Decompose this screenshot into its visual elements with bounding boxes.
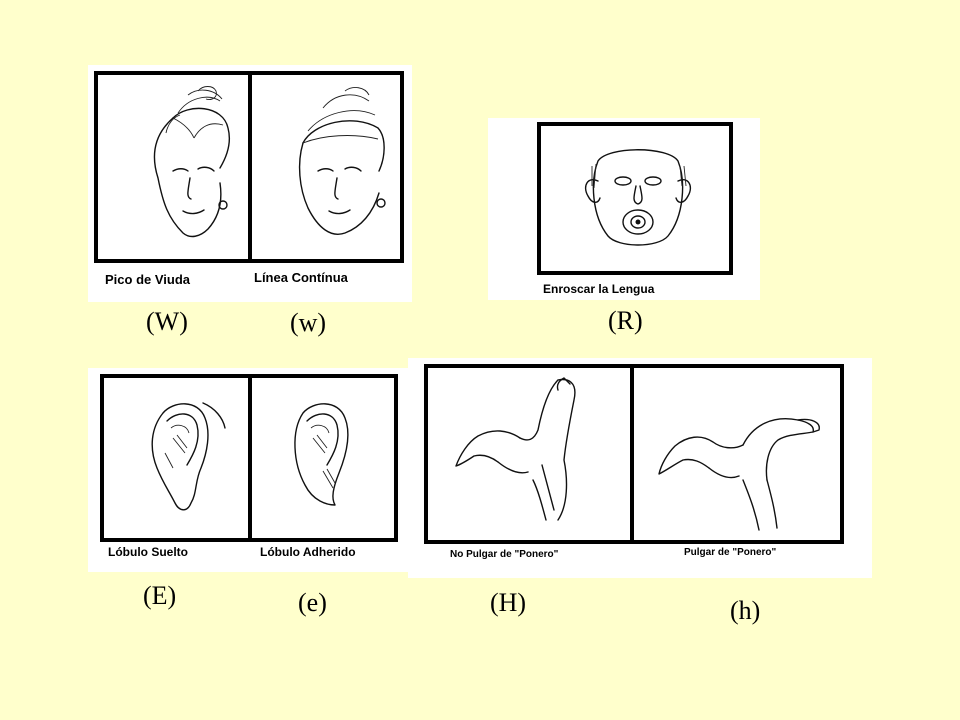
- earlobe-panel: Lóbulo Suelto Lóbulo Adherido: [88, 368, 412, 572]
- attached-earlobe: [294, 403, 349, 506]
- tongue-frame: [537, 122, 733, 275]
- tongue-rolling-face: [584, 149, 692, 246]
- hairline-frame: [94, 71, 404, 263]
- straight-hairline-caption: Línea Contínua: [254, 270, 348, 285]
- widows-peak-face: [153, 86, 230, 238]
- free-earlobe-caption: Lóbulo Suelto: [108, 545, 188, 559]
- straight-thumb-caption: No Pulgar de "Ponero": [450, 549, 559, 560]
- hitchhiker-thumb-hand: [658, 418, 820, 531]
- label-E: (E): [143, 581, 177, 610]
- tongue-panel: Enroscar la Lengua: [488, 118, 760, 300]
- straight-thumb-hand: [455, 377, 576, 521]
- hairline-panel: Pico de Viuda Línea Contínua: [88, 65, 412, 302]
- label-W: (W): [146, 307, 188, 336]
- label-H: (H): [490, 588, 527, 617]
- straight-hairline-face: [298, 87, 386, 235]
- tongue-caption: Enroscar la Lengua: [543, 282, 655, 296]
- hitchhiker-thumb-caption: Pulgar de "Ponero": [684, 547, 777, 558]
- label-w: (w): [290, 308, 327, 337]
- earlobe-frame: [100, 374, 398, 542]
- label-h: (h): [730, 596, 761, 625]
- label-R: (R): [608, 306, 643, 335]
- thumb-frame: [424, 364, 844, 544]
- widows-peak-caption: Pico de Viuda: [105, 272, 191, 287]
- free-earlobe: [151, 402, 226, 511]
- label-e: (e): [298, 588, 327, 617]
- attached-earlobe-caption: Lóbulo Adherido: [260, 545, 356, 559]
- thumb-panel: No Pulgar de "Ponero" Pulgar de "Ponero": [408, 358, 872, 578]
